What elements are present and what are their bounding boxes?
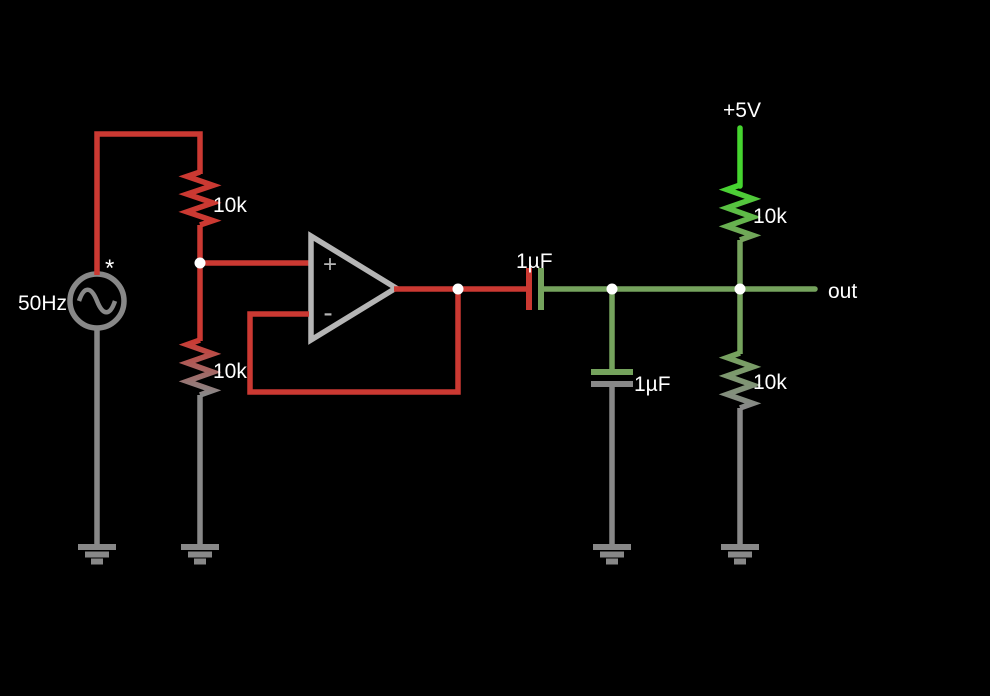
sine-wave-icon <box>76 287 118 315</box>
resistor-r3-value-label: 10k <box>753 205 787 228</box>
wire-feedback-loop[interactable] <box>247 292 461 395</box>
resistor-r3[interactable]: 10k <box>718 182 787 243</box>
resistor-r3-zigzag[interactable] <box>718 182 762 243</box>
resistor-r1[interactable]: 10k <box>178 169 247 228</box>
ground-source[interactable] <box>78 544 116 565</box>
capacitor-c1[interactable]: 1µF <box>516 250 553 310</box>
resistor-r1-zigzag[interactable] <box>178 169 222 228</box>
ground-r4[interactable] <box>721 544 759 565</box>
resistor-r4-zigzag[interactable] <box>718 350 762 411</box>
source-marker-asterisk: * <box>105 255 114 282</box>
vcc-label: +5V <box>723 99 761 122</box>
junction-dot-input-node <box>194 257 206 269</box>
opamp-triangle[interactable] <box>308 231 402 345</box>
ground-r2[interactable] <box>181 544 219 565</box>
resistor-r2-zigzag[interactable] <box>178 337 222 398</box>
ground-c2[interactable] <box>593 544 631 565</box>
resistor-r4[interactable]: 10k <box>718 350 787 411</box>
output-terminal[interactable]: out <box>737 280 857 303</box>
opamp-minus-input-label: - <box>323 297 332 328</box>
resistor-r2[interactable]: 10k <box>178 337 247 398</box>
capacitor-c2-value-label: 1µF <box>634 373 671 396</box>
output-label: out <box>828 280 857 303</box>
wire-source-to-r1[interactable] <box>94 131 203 275</box>
junction-dot-output-node <box>452 283 464 295</box>
resistor-r1-value-label: 10k <box>213 194 247 217</box>
capacitor-c1-value-label: 1µF <box>516 250 553 273</box>
vcc-rail[interactable]: +5V <box>723 99 761 189</box>
opamp-plus-input-label: + <box>323 251 337 278</box>
junction-dot-bias-node <box>734 283 746 295</box>
resistor-r4-value-label: 10k <box>753 371 787 394</box>
junction-dot-c2-node <box>606 283 618 295</box>
source-frequency-label: 50Hz <box>18 292 67 315</box>
resistor-r2-value-label: 10k <box>213 360 247 383</box>
opamp[interactable]: + - <box>308 231 402 345</box>
capacitor-c2[interactable]: 1µF <box>591 369 671 396</box>
